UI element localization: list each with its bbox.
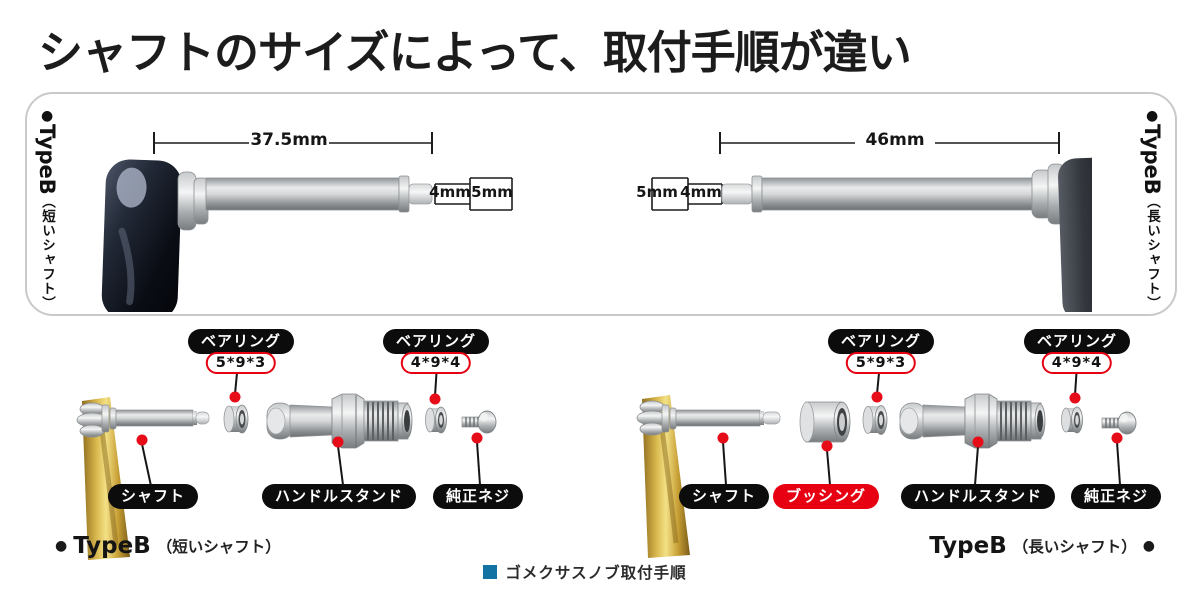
footer-type-left: ● TypeB （短いシャフト） (55, 533, 281, 559)
type-name: TypeB (35, 124, 60, 195)
right-panel-side-label: ●TypeB（長いシャフト） (1140, 108, 1165, 311)
bushing-label: ブッシング (772, 484, 880, 510)
handle-stand-part (899, 393, 1046, 449)
short-shaft-tip-dia: 4mm (429, 183, 471, 201)
screw-label: 純正ネジ (432, 484, 524, 510)
red-dots (136, 391, 483, 448)
handle-stand-label: ハンドルスタンド (900, 484, 1056, 510)
footer-type-right: TypeB （長いシャフト） ● (929, 533, 1155, 559)
bearing-5-9-3-part (223, 404, 249, 434)
bullet-icon: ● (55, 538, 68, 554)
short-shaft-length: 37.5mm (249, 130, 329, 151)
bullet-icon: ● (1142, 538, 1155, 554)
type-variant: （短いシャフト） (39, 194, 56, 311)
bearing-4-9-4-part (425, 406, 447, 434)
handle-stand-label: ハンドルスタンド (261, 484, 417, 510)
leader-lines (722, 364, 1121, 486)
screw-part (1101, 411, 1137, 435)
bearing-label: ベアリング (382, 329, 490, 355)
type-name: TypeB (929, 533, 1007, 559)
type-variant: （長いシャフト） (1012, 538, 1137, 556)
long-shaft-tip-dia: 4mm (680, 183, 722, 201)
long-shaft-exploded-drawing (636, 364, 1137, 558)
shaft-label: シャフト (678, 484, 770, 510)
blue-square-icon (483, 565, 498, 579)
screw-part (461, 410, 497, 434)
long-shaft-length: 46mm (855, 130, 935, 151)
type-variant: （短いシャフト） (156, 538, 281, 556)
type-name: TypeB (1140, 124, 1165, 195)
bearing-5-9-3-part (862, 405, 888, 435)
bearing-size: 5*9*3 (205, 352, 277, 375)
caption-text: ゴメクサスノブ取付手順 (505, 564, 687, 582)
bearing-label: ベアリング (1023, 329, 1131, 355)
screw-label: 純正ネジ (1070, 484, 1162, 510)
shaft-label: シャフト (107, 484, 199, 510)
diameter-brackets (434, 177, 513, 211)
bearing-label: ベアリング (827, 329, 935, 355)
handle-stand-part (266, 393, 413, 449)
bearing-size: 5*9*3 (845, 352, 917, 375)
bearing-size: 4*9*4 (1041, 352, 1113, 375)
short-shaft-exploded-drawing (76, 364, 497, 560)
type-name: TypeB (73, 533, 151, 559)
left-panel-side-label: ●TypeB（短いシャフト） (35, 108, 60, 311)
bullet-icon: ● (39, 108, 56, 124)
shaft-comparison-panel: ●TypeB（短いシャフト） ●TypeB（長いシャフト） (25, 92, 1177, 316)
bullet-icon: ● (1144, 108, 1161, 124)
page-title: シャフトのサイズによって、取付手順が違い (38, 26, 912, 79)
short-shaft-dia: 5mm (471, 183, 513, 201)
short-shaft-photo (101, 132, 513, 312)
diameter-brackets (651, 177, 723, 211)
long-shaft-dia: 5mm (636, 183, 678, 201)
type-variant: （長いシャフト） (1144, 194, 1161, 311)
bearing-label: ベアリング (187, 329, 295, 355)
handle-arm (1058, 157, 1092, 312)
footer-caption: ゴメクサスノブ取付手順 (0, 561, 1170, 583)
bearing-4-9-4-part (1061, 406, 1083, 434)
bushing-part (799, 401, 851, 443)
red-dots (717, 391, 1123, 452)
long-shaft-photo (651, 132, 1092, 312)
bearing-size: 4*9*4 (400, 352, 472, 375)
